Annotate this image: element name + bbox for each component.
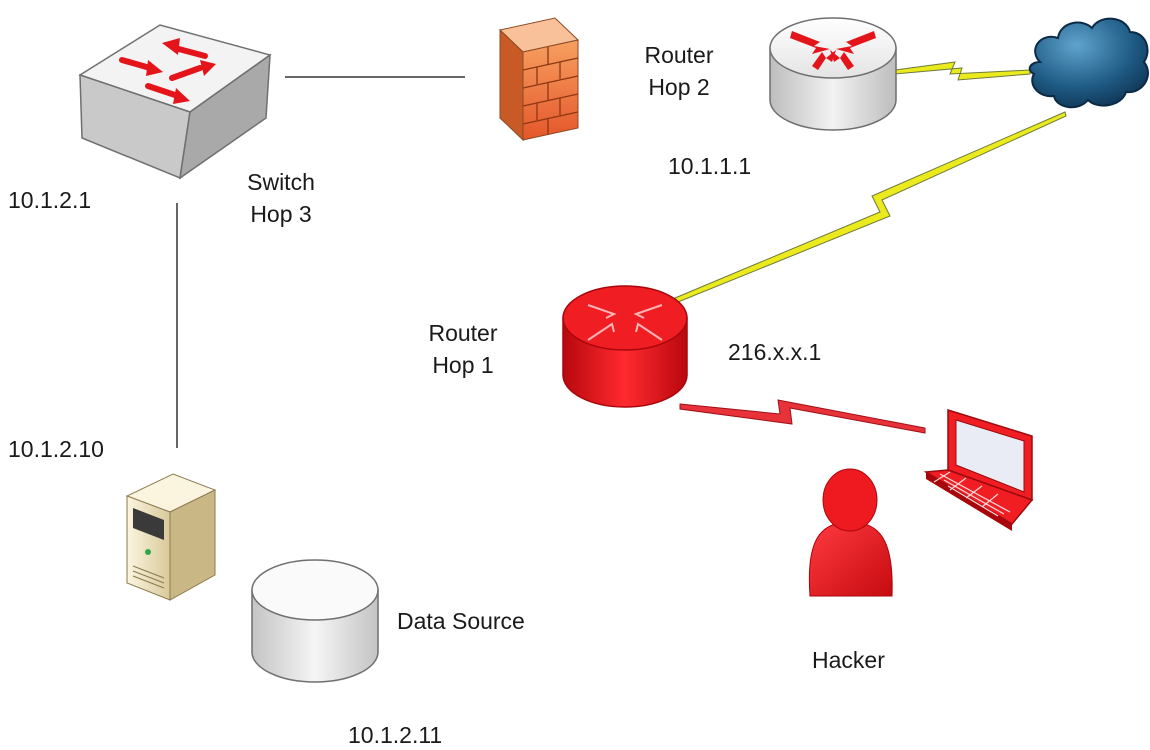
cloud-icon	[1028, 17, 1149, 109]
laptop-icon[interactable]	[923, 408, 1034, 531]
router-hop2-hop-label: Hop 2	[648, 74, 710, 100]
router-hop2-icon[interactable]	[769, 17, 897, 131]
router-hop2-ip-label: 10.1.1.1	[668, 153, 752, 179]
server-ip-label: 10.1.2.10	[8, 436, 104, 462]
hacker-label: Hacker	[812, 647, 885, 673]
data-source-name-label: Data Source	[397, 608, 525, 634]
server-icon[interactable]	[125, 473, 217, 601]
data-source-ip-label: 10.1.2.11	[348, 722, 443, 748]
wan-link-router1-laptop	[679, 399, 926, 434]
switch-name-label: Switch	[247, 169, 315, 195]
switch-ip-label: 10.1.2.1	[8, 187, 92, 213]
wan-link-router1-cloud	[674, 111, 1067, 303]
router-hop1-ip-label: 216.x.x.1	[728, 339, 822, 365]
router-hop1-icon[interactable]	[562, 285, 688, 408]
hacker-person-icon	[808, 468, 893, 597]
firewall-icon[interactable]	[498, 17, 580, 142]
router-hop1-hop-label: Hop 1	[432, 352, 494, 378]
data-source-icon[interactable]	[251, 559, 379, 683]
router-hop2-name-label: Router	[644, 42, 714, 68]
switch-hop-label: Hop 3	[250, 201, 312, 227]
wan-link-router2-cloud	[894, 61, 1031, 81]
switch-icon[interactable]	[78, 24, 272, 180]
router-hop1-name-label: Router	[428, 320, 498, 346]
